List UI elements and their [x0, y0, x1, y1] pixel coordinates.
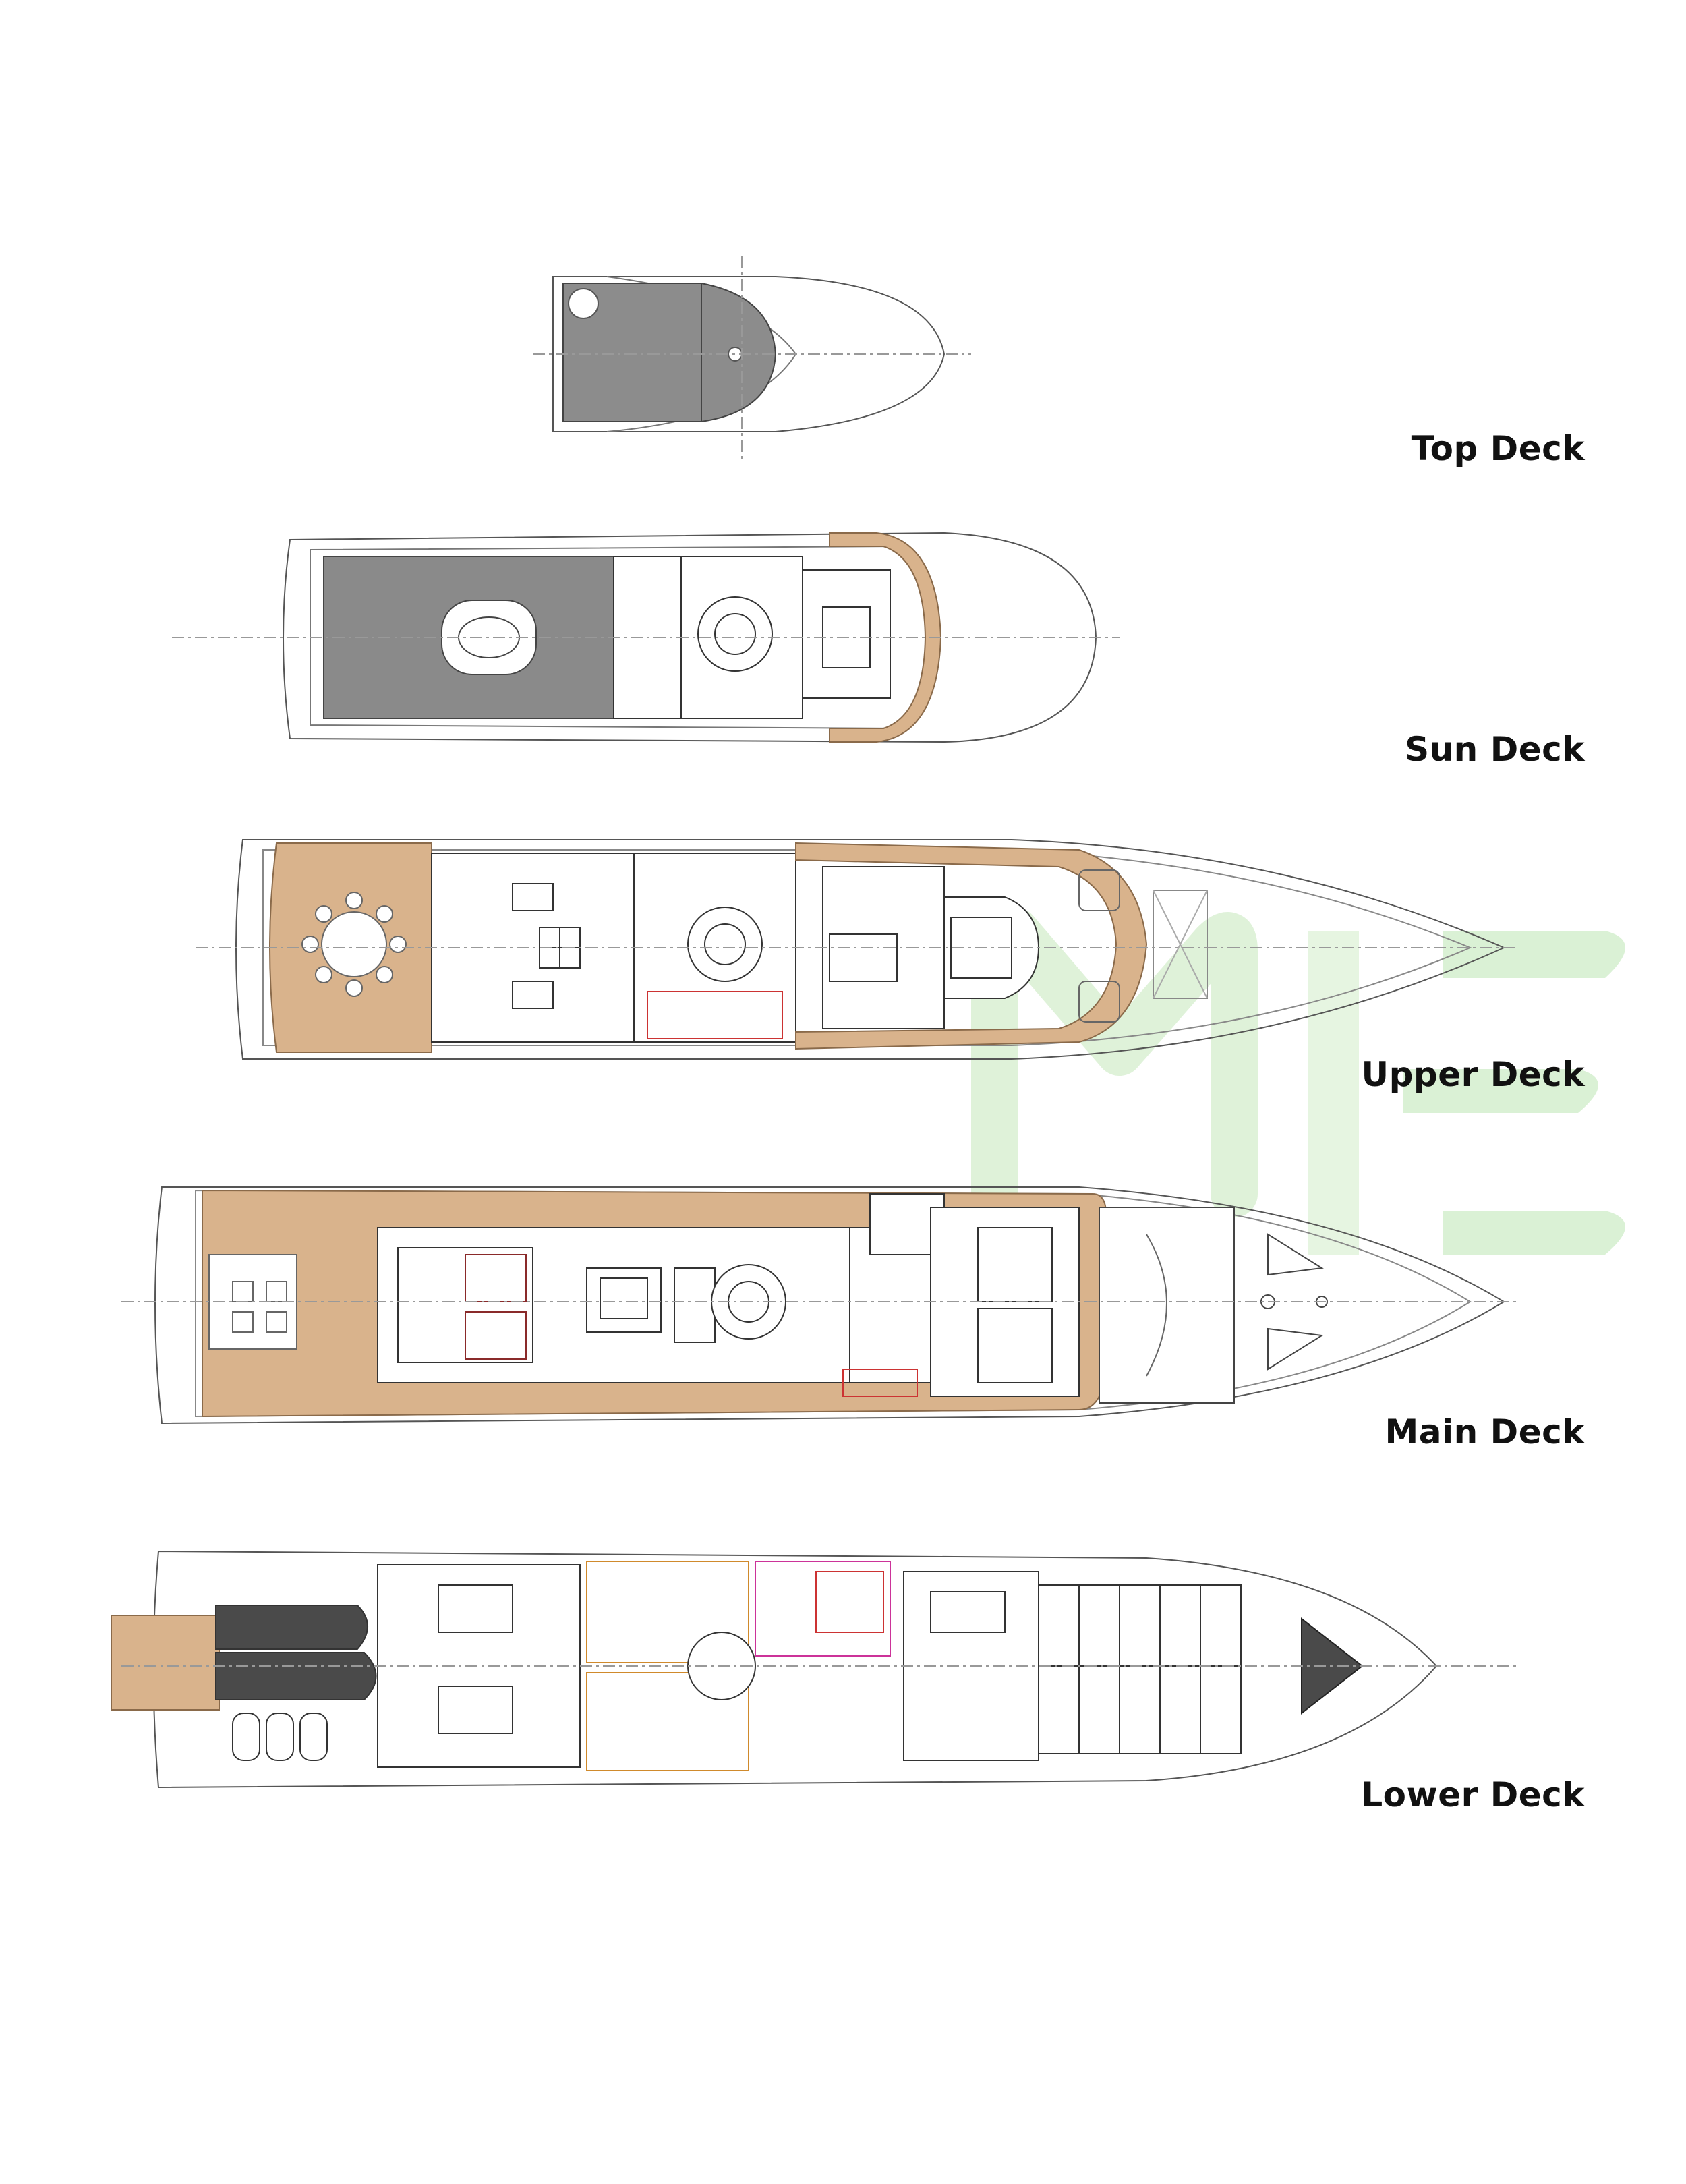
dining-table: [301, 892, 407, 997]
tender-garage: [215, 1605, 377, 1761]
main-deck-hull: [154, 1186, 1505, 1425]
upper-deck-hull: [235, 839, 1506, 1060]
deck-label-top: Top Deck: [1411, 429, 1585, 468]
upper-deck-inner-hull: [262, 849, 1472, 1046]
deck-label-upper: Upper Deck: [1361, 1055, 1585, 1094]
upper-deck-bow-area: [1078, 869, 1208, 1023]
main-deck-interior: [377, 1193, 1080, 1397]
watermark-e-bar-top: [1443, 931, 1625, 978]
main-deck-foredeck: [1099, 1207, 1328, 1404]
watermark-e-bar-mid: [1403, 1069, 1598, 1113]
top-deck-outline: [552, 276, 946, 432]
upper-deck-fore-wood: [795, 842, 1148, 1050]
deck-label-lower: Lower Deck: [1361, 1775, 1585, 1814]
sun-deck-fore-wood: [829, 532, 942, 743]
tender-boat-2: [215, 1652, 377, 1700]
tender-boat-1: [215, 1605, 368, 1650]
top-deck-plan: [533, 256, 971, 459]
upper-deck-plan: [196, 839, 1517, 1060]
watermark-e-stem: [1308, 931, 1359, 1255]
lower-deck-vip: [755, 1561, 891, 1657]
swim-platform: [111, 1615, 220, 1711]
spiral-stair-icon: [568, 288, 599, 319]
watermark-e-bar-bottom: [1443, 1211, 1625, 1255]
lower-deck-guest-cabins: [586, 1561, 756, 1771]
deck-label-main: Main Deck: [1385, 1412, 1585, 1452]
sun-deck-interior: [613, 556, 891, 719]
sun-deck-plan: [172, 531, 1120, 743]
deck-label-sun: Sun Deck: [1405, 730, 1585, 769]
main-deck-plan: [121, 1186, 1517, 1425]
lower-deck-plan: [111, 1550, 1517, 1789]
sun-deck-hull: [283, 531, 1097, 743]
